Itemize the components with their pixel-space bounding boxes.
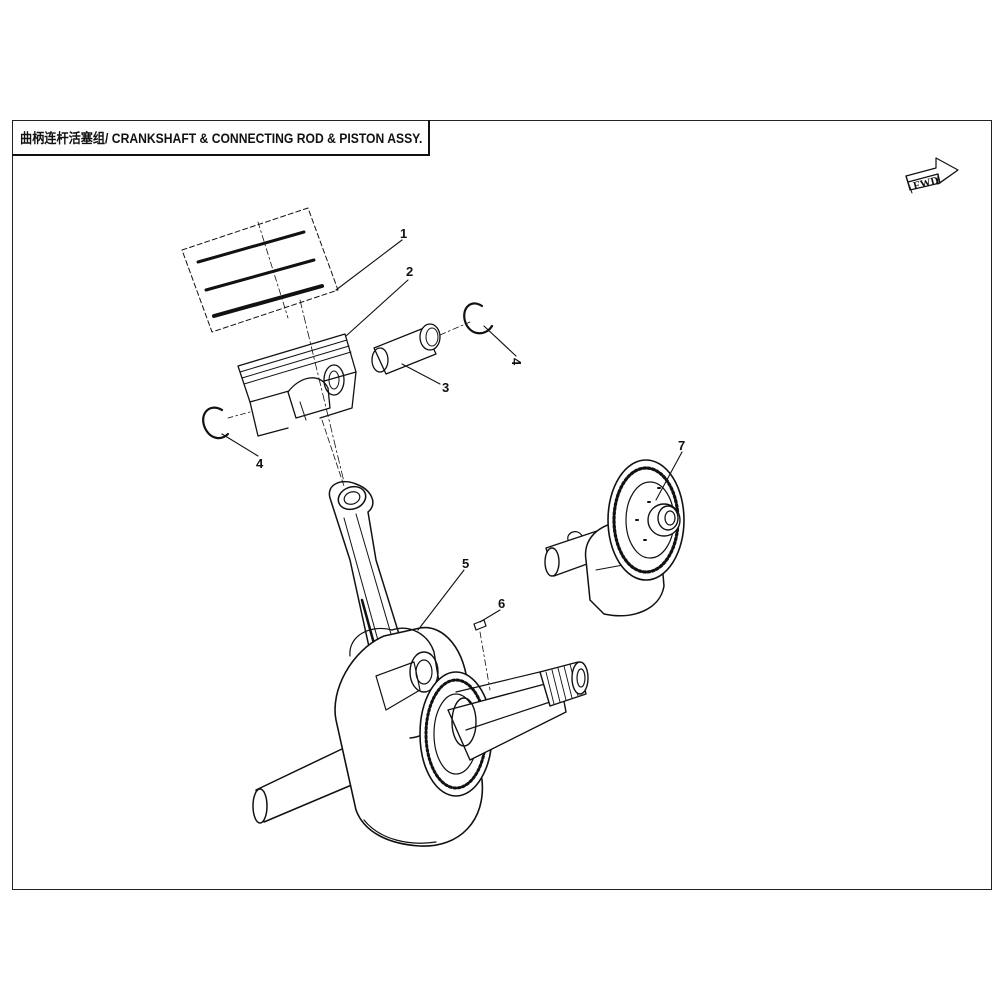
- callout-1: 1: [400, 226, 407, 241]
- piston-rings: [181, 207, 339, 333]
- callout-3: 3: [442, 380, 449, 395]
- leader-lines: [221, 239, 683, 631]
- callout-2: 2: [406, 264, 413, 279]
- clip-axis-line: [227, 411, 251, 419]
- circlip-left: [202, 406, 230, 440]
- callout-labels: 1 2 3 4 4 5 6 7: [256, 226, 685, 611]
- piston-pin: [371, 323, 441, 375]
- callout-4-right: 4: [509, 358, 524, 366]
- fwd-arrow-icon: FWD: [905, 157, 959, 194]
- title-box: 曲柄连杆活塞组/ CRANKSHAFT & CONNECTING ROD & P…: [12, 120, 430, 156]
- drawing-frame: [12, 120, 992, 890]
- rod-axis-line: [321, 419, 345, 487]
- key-axis-line: [479, 631, 491, 691]
- circlip-right: [463, 302, 494, 335]
- piston: [237, 333, 357, 437]
- page-title: 曲柄连杆活塞组/ CRANKSHAFT & CONNECTING ROD & P…: [20, 131, 423, 146]
- callout-6: 6: [498, 596, 505, 611]
- pin-axis-line: [439, 321, 471, 336]
- callout-4-left: 4: [256, 456, 264, 471]
- output-shaft: [447, 661, 589, 761]
- piston-axis-line: [299, 299, 346, 487]
- balancer-gear: [607, 459, 685, 581]
- callout-5: 5: [462, 556, 469, 571]
- callout-7: 7: [678, 438, 685, 453]
